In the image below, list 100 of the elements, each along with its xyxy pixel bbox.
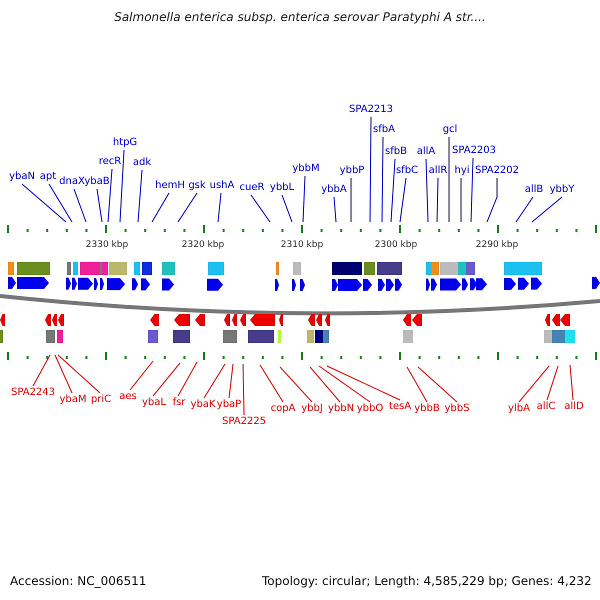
gene-label: recR: [98, 155, 122, 168]
gene-label: SPA2213: [348, 103, 394, 116]
gene-label: allA: [416, 145, 436, 158]
leader-line: [282, 194, 292, 222]
leader-line: [400, 178, 406, 222]
leader-line: [74, 188, 86, 222]
leader-line: [22, 184, 66, 222]
leader-line: [518, 366, 550, 402]
leader-line: [390, 158, 396, 222]
scale-label: 2290 kbp: [476, 240, 518, 251]
leader-line: [302, 176, 306, 222]
leader-line: [516, 196, 534, 222]
gene-label: tesA: [388, 400, 412, 413]
gene-label: ybaK: [190, 398, 216, 411]
leader-line: [406, 366, 428, 402]
gene-label: htpG: [112, 136, 138, 149]
leader-line: [108, 168, 112, 222]
leader-line: [326, 366, 400, 400]
leader-line: [260, 364, 284, 402]
leader-line: [138, 170, 142, 222]
gene-label: ushA: [210, 179, 234, 192]
gene-label: ybbS: [444, 402, 470, 415]
leader-line: [532, 196, 562, 222]
gene-label: ybaP: [216, 398, 242, 411]
leader-line: [58, 354, 100, 394]
footer-text: Topology: circular; Length: 4,585,229 bp; Genes: 4,232: [262, 575, 592, 588]
gene-label: SPA2202: [474, 164, 520, 177]
leader-line: [152, 192, 170, 222]
leader-line: [418, 366, 458, 402]
gene-label: ybbB: [414, 402, 440, 415]
gene-label: SPA2225: [222, 415, 266, 428]
scale-label: 2330 kbp: [86, 240, 128, 251]
gene-label: allB: [524, 183, 544, 196]
leader-line: [436, 178, 438, 222]
gene-label: priC: [90, 393, 112, 406]
gene-label: ybbO: [356, 402, 384, 415]
gene-label: ybbJ: [301, 402, 323, 415]
leader-line: [546, 366, 558, 400]
leader-line: [370, 116, 372, 222]
gene-label: ybaM: [59, 393, 87, 406]
leader-line: [448, 136, 450, 222]
leader-line: [48, 184, 72, 222]
gene-label: ybaL: [142, 396, 166, 409]
leader-line: [96, 188, 102, 222]
gene-label: sfbC: [396, 164, 418, 177]
gene-label: aes: [119, 390, 137, 403]
leader-line: [178, 192, 198, 222]
gene-label: hemH: [155, 179, 185, 192]
gene-label: ybbN: [328, 402, 354, 415]
gene-label: sfbB: [385, 145, 407, 158]
gene-label: ylbA: [508, 402, 530, 415]
gene-label: ybbA: [321, 183, 347, 196]
gene-label: ybbL: [270, 181, 294, 194]
leader-line: [382, 136, 384, 222]
leader-line: [250, 194, 270, 222]
gene-label: allD: [564, 400, 584, 413]
gene-label: allC: [536, 400, 556, 413]
gene-label: SPA2243: [10, 386, 56, 399]
title: Salmonella enterica subsp. enterica serovar Paratyphi A str....: [114, 11, 486, 24]
gene-label: apt: [40, 170, 56, 183]
gene-label: dnaX: [59, 175, 85, 188]
leader-line: [54, 354, 72, 394]
leader-line: [228, 364, 234, 398]
scale-label: 2300 kbp: [374, 240, 418, 251]
footer-text: Accession: NC_006511: [10, 575, 146, 588]
leader-line: [152, 362, 180, 396]
gene-label: cueR: [240, 181, 264, 194]
leader-line: [280, 366, 312, 402]
gene-label: hyi: [454, 164, 470, 177]
gene-label: fsr: [172, 396, 186, 409]
leader-line: [570, 364, 574, 400]
leader-line: [318, 366, 370, 402]
gene-label: sfbA: [373, 123, 395, 136]
gene-label: ybbP: [340, 164, 364, 177]
gene-label: ybaN: [9, 170, 35, 183]
leader-line: [350, 178, 352, 222]
gene-label: ybbM: [292, 162, 320, 175]
gene-label: gsk: [188, 179, 206, 192]
scale-label: 2320 kbp: [182, 240, 224, 251]
leader-line: [470, 158, 474, 222]
scale-label: 2310 kbp: [280, 240, 324, 251]
leader-line: [32, 354, 50, 386]
leader-line: [242, 364, 244, 416]
gene-label: SPA2203: [452, 144, 496, 157]
leader-line: [460, 178, 462, 222]
leader-line: [486, 178, 498, 222]
gene-label: allR: [428, 164, 448, 177]
leader-line: [218, 192, 222, 222]
gene-label: copA: [270, 402, 296, 415]
leader-line: [334, 196, 336, 222]
leader-line: [204, 364, 226, 398]
gene-label: ybaB: [84, 175, 110, 188]
leader-line: [426, 158, 428, 222]
gene-label: gcl: [442, 123, 458, 136]
leader-line: [120, 150, 124, 222]
gene-label: adk: [132, 156, 152, 169]
leader-line: [130, 360, 154, 390]
leader-line: [310, 366, 340, 402]
gene-label: ybbY: [550, 183, 574, 196]
leader-line: [178, 362, 198, 396]
